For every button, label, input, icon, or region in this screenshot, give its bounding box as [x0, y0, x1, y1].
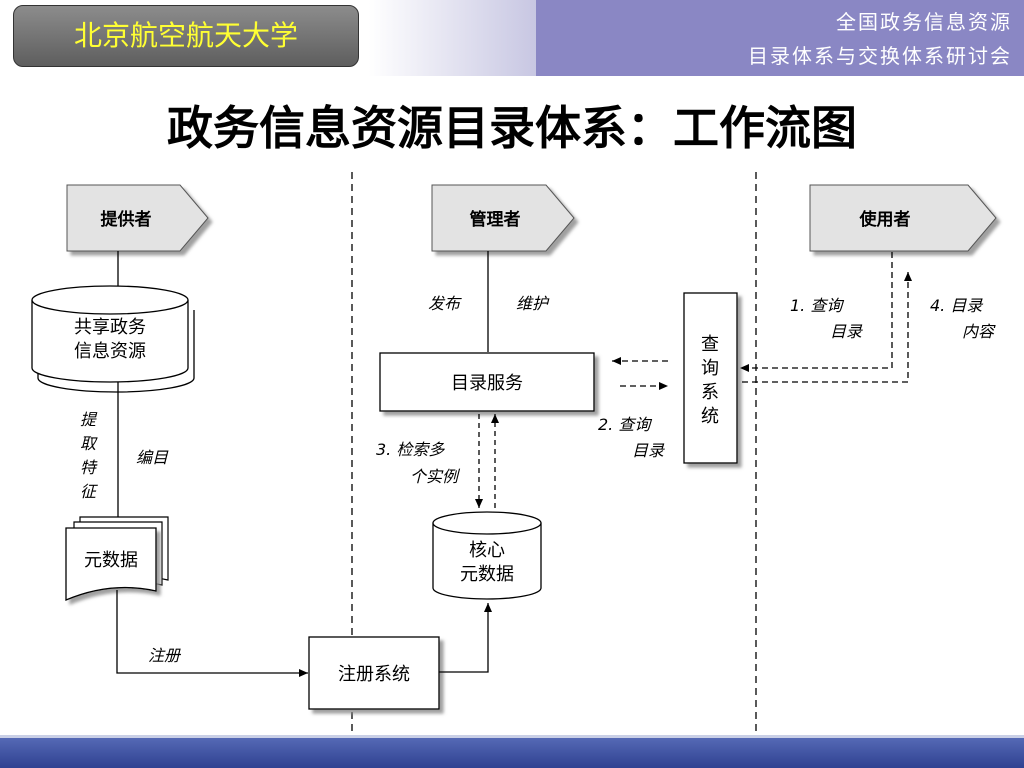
shared-resource-database — [31, 285, 195, 393]
edge-label-register: 注册 — [148, 646, 182, 665]
arrow-metadata-to-registration — [116, 590, 308, 677]
slide-title: 政务信息资源目录体系：工作流图 — [167, 101, 857, 155]
arrow-registration-to-core-metadata — [439, 603, 492, 673]
lane-tag-user — [809, 184, 997, 252]
lane-label-user: 使用者 — [859, 209, 911, 230]
lane-label-provider: 提供者 — [101, 209, 152, 230]
lane-tag-manager — [431, 184, 575, 252]
edge-label-extract-4: 征 — [80, 482, 98, 501]
edge-label-extract-3: 特 — [80, 458, 98, 477]
edge-label-extract-2: 取 — [80, 434, 98, 453]
core-metadata-label-line2: 元数据 — [460, 564, 514, 585]
edge-label-step2-line2: 目录 — [632, 441, 665, 460]
query-system-char-2: 询 — [701, 358, 719, 379]
edge-label-step3-line2: 个实例 — [410, 467, 461, 486]
header-bar: 北京航空航天大学 全国政务信息资源 目录体系与交换体系研讨会 — [0, 0, 1024, 76]
registration-system-label: 注册系统 — [338, 664, 410, 685]
edge-label-catalog: 编目 — [136, 448, 169, 467]
conference-title-line-2: 目录体系与交换体系研讨会 — [748, 44, 1012, 68]
edge-label-step1-line2: 目录 — [830, 322, 863, 341]
metadata-label: 元数据 — [84, 550, 138, 571]
query-system-char-4: 统 — [701, 406, 719, 427]
shared-resource-label-line2: 信息资源 — [74, 341, 146, 362]
conference-title-line-1: 全国政务信息资源 — [836, 10, 1012, 34]
edge-label-step4-line2: 内容 — [962, 322, 996, 341]
arrow-query-to-user — [742, 272, 912, 383]
header-right-panel — [536, 0, 1024, 76]
lane-label-manager: 管理者 — [470, 209, 521, 230]
query-system-char-1: 查 — [701, 334, 719, 355]
query-system-char-3: 系 — [701, 382, 719, 403]
edge-label-step1-line1: 1. 查询 — [790, 296, 844, 315]
edge-label-maintain: 维护 — [516, 294, 550, 313]
edge-label-step2-line1: 2. 查询 — [598, 415, 652, 434]
edge-label-step4-line1: 4. 目录 — [930, 296, 983, 315]
core-metadata-label-line1: 核心 — [469, 540, 505, 561]
university-badge: 北京航空航天大学 — [13, 5, 359, 67]
query-system-box — [683, 292, 738, 464]
catalog-service-box — [379, 352, 595, 412]
lane-tag-provider — [66, 184, 209, 252]
arrow-user-to-query — [740, 252, 893, 372]
shared-resource-label-line1: 共享政务 — [74, 317, 146, 338]
registration-system-box — [308, 636, 440, 710]
footer-divider — [0, 735, 1024, 738]
edge-label-extract-1: 提 — [80, 410, 98, 429]
edge-label-publish: 发布 — [428, 294, 462, 313]
core-metadata-database — [432, 511, 542, 600]
metadata-document-stack — [65, 516, 169, 601]
edge-label-step3-line1: 3. 检索多 — [376, 440, 445, 459]
catalog-service-label: 目录服务 — [451, 373, 523, 394]
footer-bar — [0, 738, 1024, 768]
